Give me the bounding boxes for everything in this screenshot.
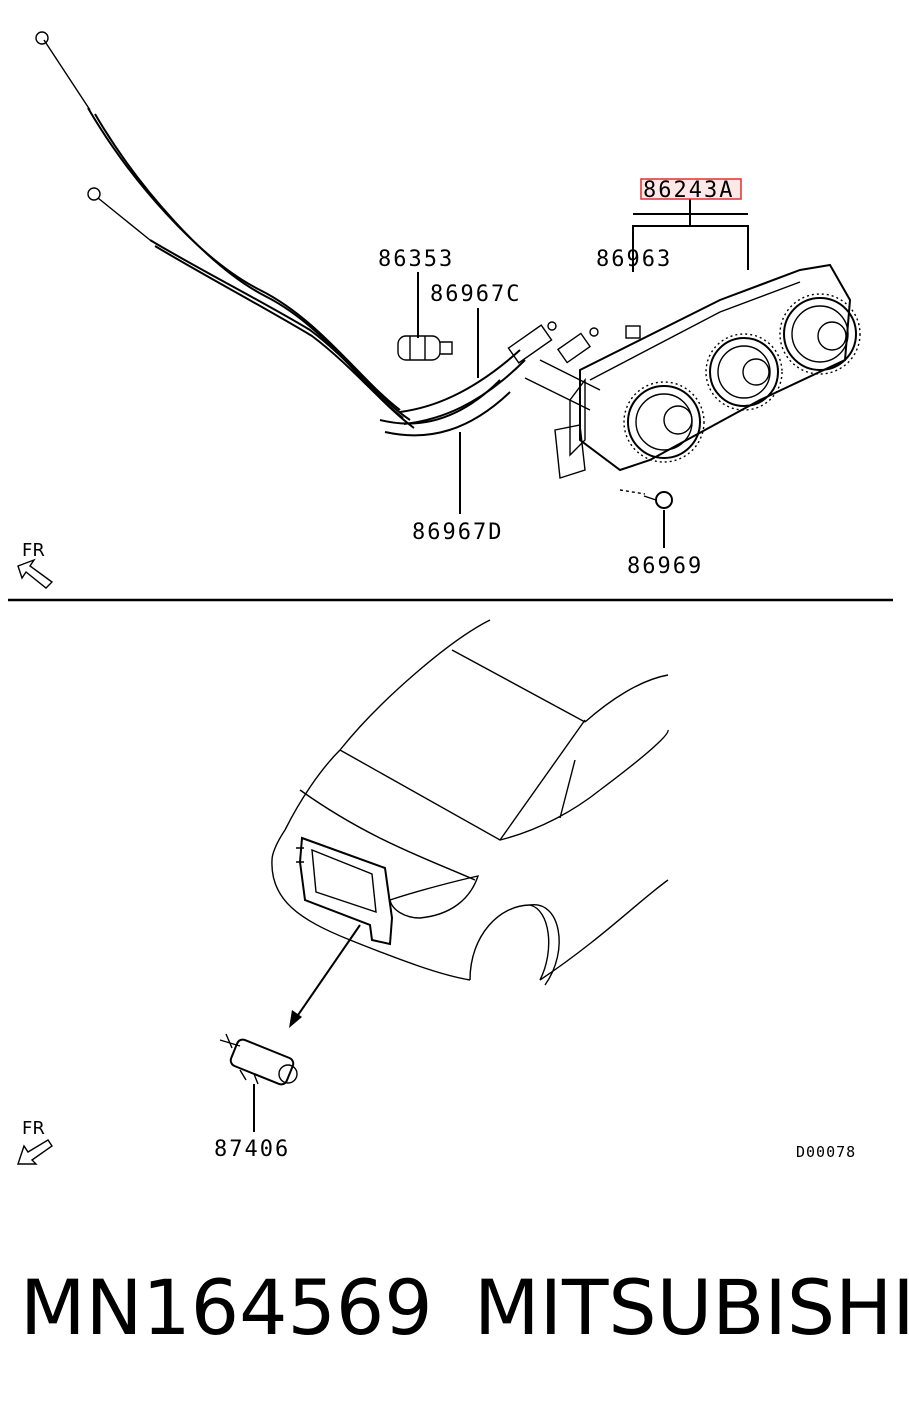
bulb-part: [397, 335, 453, 361]
label-87406: 87406: [214, 1137, 290, 1162]
vehicle-outline: [271, 619, 669, 1028]
screw-part: [619, 489, 673, 509]
part-number: MN164569: [20, 1263, 433, 1352]
front-direction-arrow: FR: [17, 540, 54, 589]
label-86967D: 86967D: [412, 520, 503, 545]
leader-lines: [417, 198, 749, 548]
label-86963: 86963: [596, 247, 672, 272]
assembly-highlight-box: [640, 178, 742, 200]
label-86967C: 86967C: [430, 282, 521, 307]
brand-name: MITSUBISHI: [474, 1263, 909, 1352]
label-86353: 86353: [378, 247, 454, 272]
front-direction-arrow-bottom: FR: [17, 1118, 53, 1165]
drawing-code: D00078: [796, 1143, 856, 1161]
label-86969: 86969: [627, 554, 703, 579]
svg-text:FR: FR: [22, 1118, 45, 1139]
svg-text:FR: FR: [22, 540, 45, 561]
ambient-sensor-part: [219, 1033, 298, 1086]
heater-control-unit: [554, 263, 861, 479]
control-cables: [35, 31, 601, 437]
label-86243A: 86243A: [643, 178, 734, 203]
